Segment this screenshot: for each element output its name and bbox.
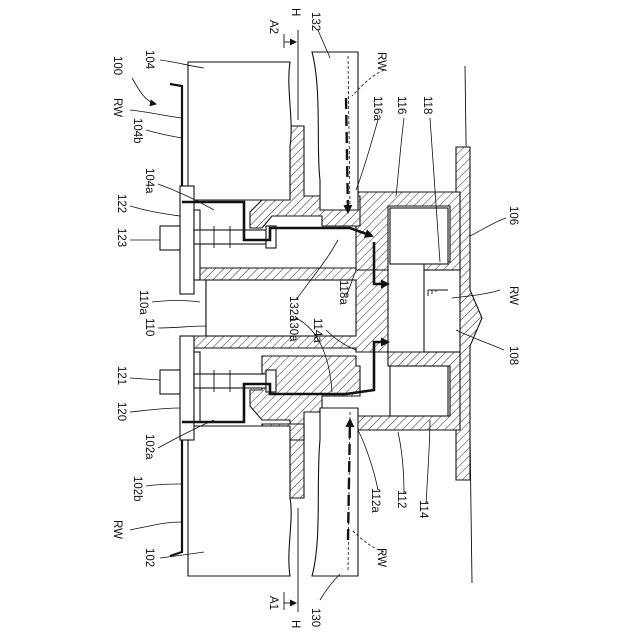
label-123: 123 (115, 228, 127, 247)
label-102b: 102b (131, 476, 143, 502)
label-h-bottom: H (289, 620, 301, 628)
label-106: 106 (507, 206, 519, 225)
label-120: 120 (115, 402, 127, 421)
cover-plate-120 (180, 336, 194, 440)
bolt-123 (160, 226, 276, 250)
label-rw-right: RW (507, 286, 519, 305)
roof-panel-102 (188, 426, 291, 576)
label-102a: 102a (143, 434, 155, 460)
membrane-104b (170, 84, 182, 198)
label-116a: 116a (371, 96, 383, 121)
label-h-top: H (289, 8, 301, 16)
trough-108 (424, 270, 460, 352)
label-a1: A1 (267, 596, 279, 610)
label-132: 132 (309, 12, 321, 31)
roof-panel-104 (188, 62, 291, 200)
gutter-132 (312, 52, 358, 210)
label-rw-top-left: RW (111, 98, 123, 117)
label-104b: 104b (131, 118, 143, 144)
label-110: 110 (143, 318, 155, 336)
label-rw-bottom-left: RW (111, 520, 123, 539)
label-121: 121 (115, 366, 127, 385)
label-102: 102 (143, 548, 155, 567)
label-114a: 114a (311, 318, 323, 343)
gutter-130 (312, 408, 358, 576)
label-108: 108 (507, 346, 519, 365)
label-114: 114 (417, 500, 429, 519)
label-rw-bottom-mid: RW (375, 548, 387, 567)
label-rw-top-mid: RW (375, 52, 387, 71)
label-118a: 118a (337, 280, 349, 305)
label-116: 116 (395, 96, 407, 114)
label-110a: 110a (137, 290, 149, 315)
membrane-102b (170, 430, 182, 556)
label-118: 118 (421, 96, 433, 114)
cover-plate-122-flange (194, 210, 200, 280)
channel-110-void (206, 280, 356, 336)
label-112: 112 (395, 490, 407, 508)
label-104: 104 (143, 50, 155, 70)
label-130a: 130a (287, 316, 299, 342)
label-112a: 112a (369, 488, 381, 513)
label-122: 122 (115, 194, 127, 213)
label-100: 100 (111, 56, 123, 75)
label-130: 130 (309, 608, 321, 627)
label-104a: 104a (143, 168, 155, 194)
label-a2: A2 (267, 20, 279, 34)
box-lower (390, 366, 448, 416)
